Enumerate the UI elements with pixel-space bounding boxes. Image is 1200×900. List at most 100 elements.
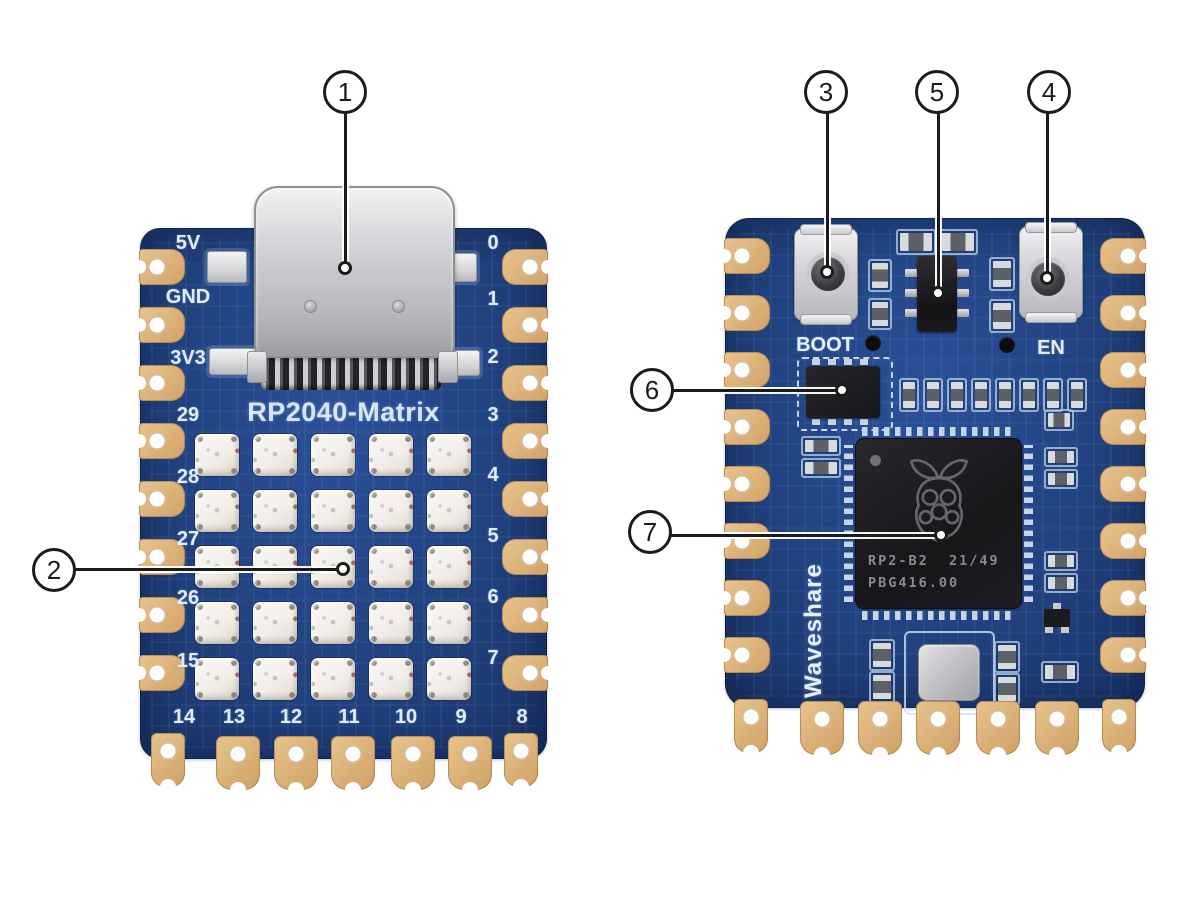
pin-label: 8	[516, 706, 528, 728]
callout-7-circle: 7	[628, 510, 672, 554]
pin-label: 3	[487, 404, 499, 426]
callout-4-line	[1045, 113, 1049, 273]
rgb-led	[369, 434, 413, 476]
bottom-tab-pad	[1035, 701, 1079, 763]
flash-pins	[812, 359, 874, 365]
castellated-pad	[717, 580, 770, 616]
rgb-led	[427, 434, 471, 476]
castellated-pad	[132, 423, 185, 459]
callout-3-line	[825, 113, 829, 267]
smd-passive	[1044, 551, 1078, 571]
brand-text: Waveshare	[800, 563, 827, 699]
castellated-pad	[717, 466, 770, 502]
bottom-tab-pad	[858, 701, 902, 763]
rgb-led	[311, 658, 355, 700]
smd-passive	[989, 257, 1015, 291]
castellated-pad	[504, 733, 538, 795]
bottom-tab-pad	[274, 736, 318, 798]
castellated-pad	[132, 597, 185, 633]
regulator-leg	[956, 269, 969, 277]
usb-shell-tab	[1021, 195, 1035, 221]
smd-passive	[1044, 469, 1078, 489]
smd-passive	[971, 378, 991, 412]
smd-passive	[801, 436, 841, 456]
pin-label: 29	[176, 404, 200, 426]
callout-2-dot	[336, 562, 350, 576]
rp2040-chip: RP2-B2 21/49 PBG416.00	[856, 439, 1021, 608]
transistor-leg	[1061, 627, 1069, 633]
bottom-tab-pad	[331, 736, 375, 798]
callout-5-dot	[931, 286, 945, 300]
rgb-led	[195, 602, 239, 644]
pin-label: 6	[487, 586, 499, 608]
pin-label: 27	[176, 528, 200, 550]
pin-label: 3V3	[170, 347, 206, 369]
en-button	[1019, 223, 1083, 322]
usb-c-connector	[254, 186, 455, 358]
pin-label: 7	[487, 647, 499, 669]
callout-3-circle: 3	[804, 70, 848, 114]
pin-label: GND	[165, 286, 211, 308]
flash-silkscreen-outline	[797, 357, 893, 431]
smd-passive	[899, 378, 919, 412]
pin-label: 26	[176, 587, 200, 609]
rgb-led	[311, 602, 355, 644]
castellated-pad	[502, 597, 555, 633]
callout-7-number: 7	[642, 516, 658, 547]
transistor-leg	[1045, 627, 1053, 633]
callout-5-line	[936, 113, 940, 288]
rgb-led	[369, 546, 413, 588]
castellated-pad	[502, 423, 555, 459]
castellated-pad	[502, 249, 555, 285]
rgb-led	[427, 658, 471, 700]
castellated-pad	[717, 409, 770, 445]
castellated-pad	[132, 481, 185, 517]
crystal-oscillator	[918, 644, 980, 701]
mounting-dot	[999, 337, 1015, 353]
board-title: RP2040-Matrix	[247, 397, 440, 427]
boot-label: BOOT	[796, 334, 854, 356]
regulator-leg	[956, 289, 969, 297]
callout-2-number: 2	[46, 554, 62, 585]
castellated-pad	[151, 733, 185, 795]
callout-6-number: 6	[644, 374, 660, 405]
pin-label: 28	[176, 466, 200, 488]
qfn-pins	[844, 445, 853, 602]
bottom-tab-pad	[916, 701, 960, 763]
smd-passive	[868, 259, 892, 292]
rgb-led	[311, 490, 355, 532]
castellated-pad	[1100, 238, 1153, 274]
callout-2-line	[75, 567, 338, 571]
rgb-led	[253, 546, 297, 588]
smd-passive	[801, 458, 841, 478]
rgb-led	[369, 602, 413, 644]
smd-passive	[989, 299, 1015, 333]
castellated-pad	[1100, 352, 1153, 388]
callout-1-circle: 1	[323, 70, 367, 114]
pin-label: 9	[455, 706, 467, 728]
castellated-pad	[132, 249, 185, 285]
callout-7-line	[671, 533, 936, 537]
castellated-pad	[502, 539, 555, 575]
callout-4-dot	[1040, 271, 1054, 285]
mounting-dot	[865, 335, 881, 351]
callout-4-number: 4	[1041, 76, 1057, 107]
castellated-pad	[1102, 699, 1136, 761]
callout-1-dot	[338, 261, 352, 275]
chip-marking-line2: PBG416.00	[868, 575, 960, 591]
castellated-pad	[717, 295, 770, 331]
callout-2-circle: 2	[32, 548, 76, 592]
rgb-led	[195, 434, 239, 476]
smd-passive	[896, 229, 936, 255]
castellated-pad	[132, 655, 185, 691]
rgb-led-matrix	[195, 434, 471, 700]
smd-passive	[1043, 378, 1063, 412]
smd-passive	[1067, 378, 1087, 412]
smd-passive	[1044, 573, 1078, 593]
castellated-pad	[502, 655, 555, 691]
castellated-pad	[132, 365, 185, 401]
usb-bracket	[438, 351, 458, 383]
usb-screw-dot	[392, 300, 405, 313]
